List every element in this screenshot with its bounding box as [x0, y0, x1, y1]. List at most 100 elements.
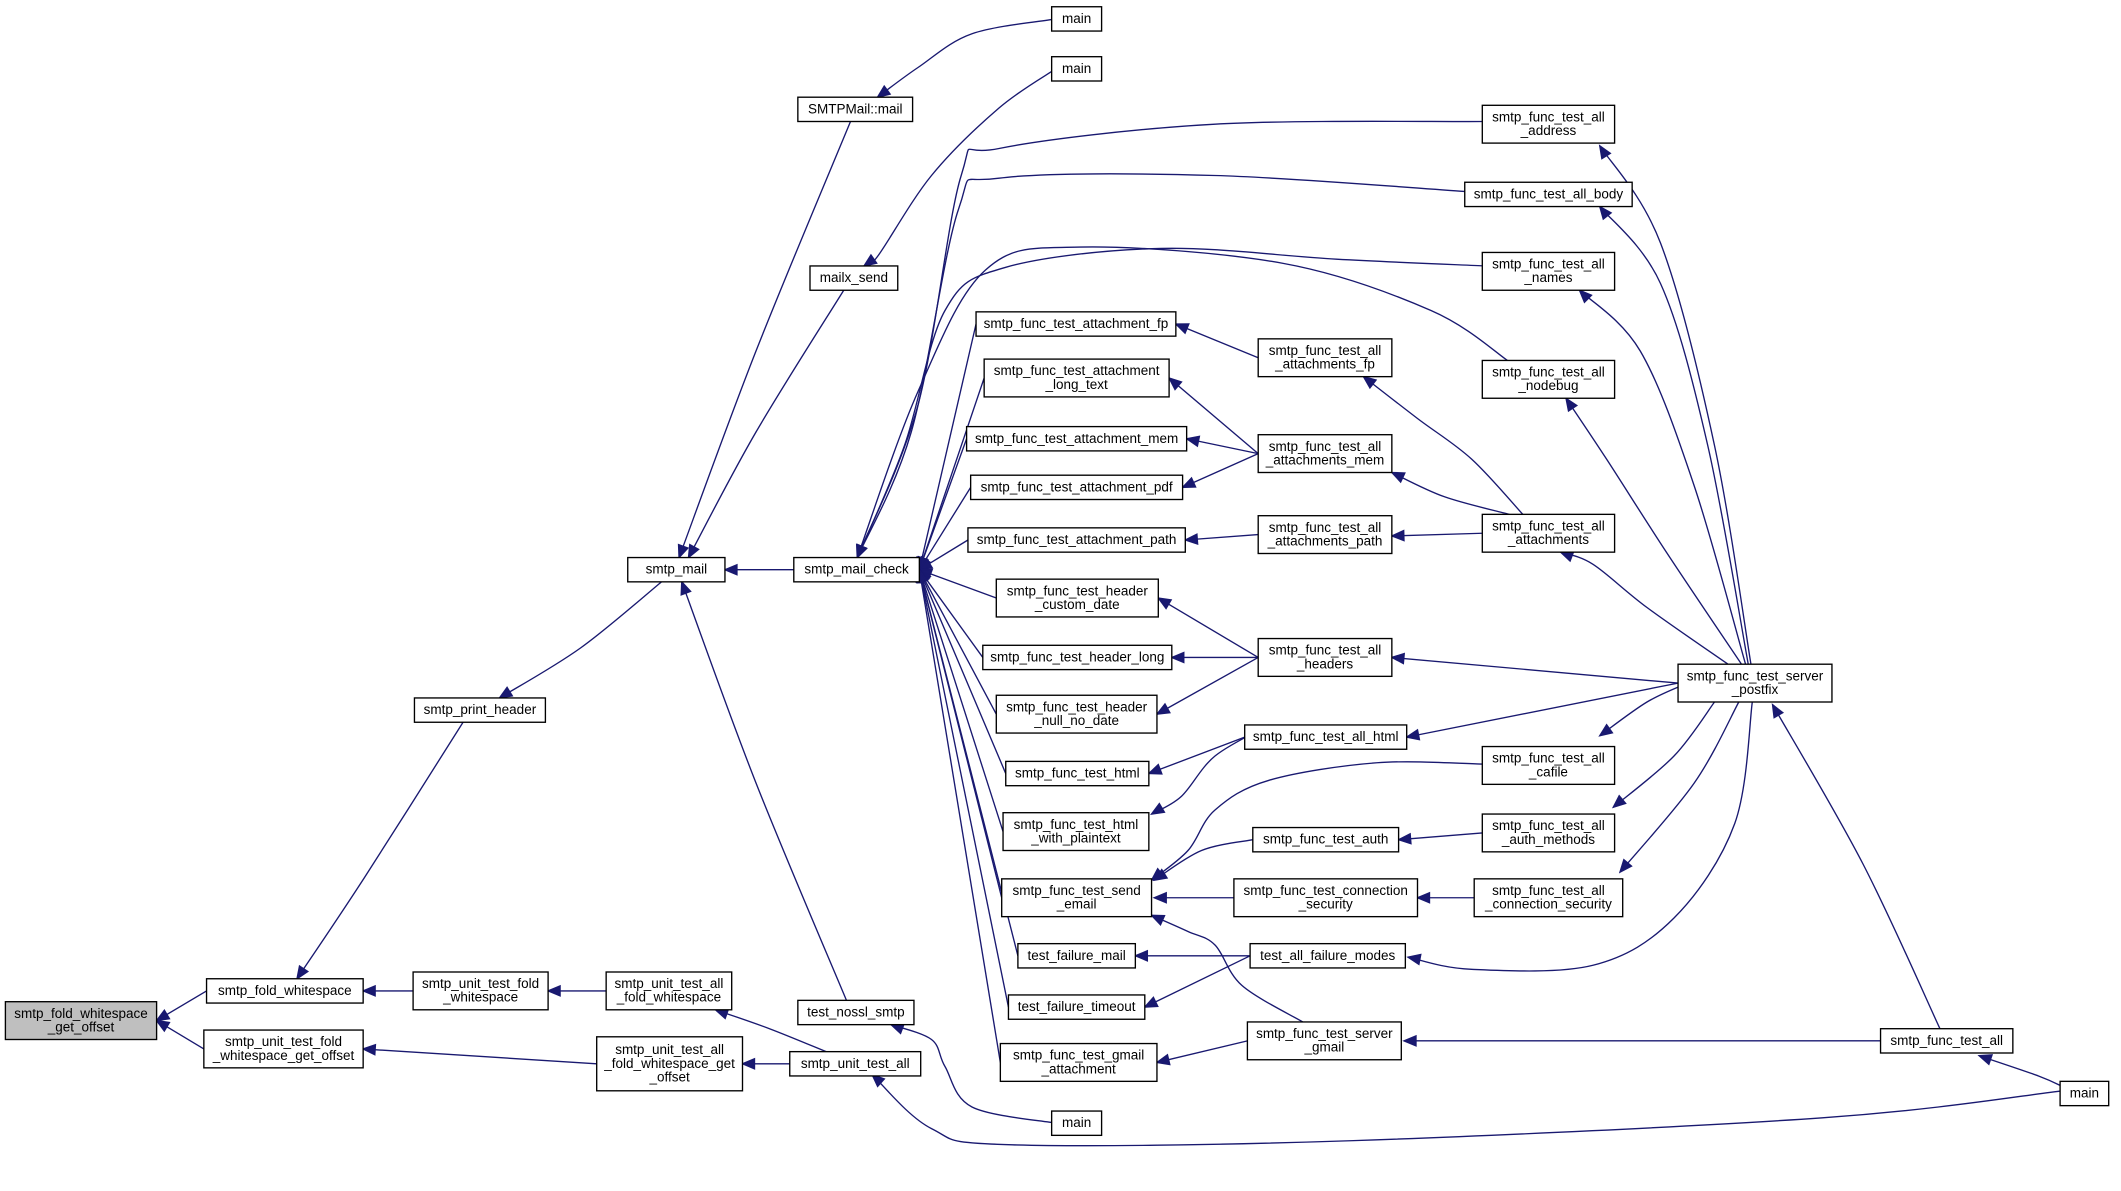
node-all-body[interactable]: smtp_func_test_all_body — [1464, 181, 1633, 208]
node-send-email[interactable]: smtp_func_test_send_email — [1001, 878, 1153, 918]
node-att-mem[interactable]: smtp_func_test_attachment_mem — [965, 425, 1188, 452]
node-box[interactable] — [413, 697, 547, 723]
node-box[interactable] — [1233, 878, 1419, 918]
node-box[interactable] — [995, 578, 1159, 618]
node-auth[interactable]: smtp_func_test_auth — [1252, 826, 1400, 853]
node-box[interactable] — [965, 425, 1188, 452]
node-ut-all-fold-ws[interactable]: smtp_unit_test_all_fold_whitespace — [605, 971, 733, 1011]
node-all-att-path[interactable]: smtp_func_test_all_attachments_path — [1257, 515, 1393, 555]
node-main2[interactable]: main — [1050, 56, 1103, 82]
node-all-failure[interactable]: test_all_failure_modes — [1249, 942, 1407, 969]
node-main-bottom[interactable]: main — [1050, 1110, 1103, 1137]
node-box[interactable] — [2059, 1080, 2110, 1107]
node-box[interactable] — [1007, 994, 1146, 1020]
node-hdr-custom[interactable]: smtp_func_test_header_custom_date — [995, 578, 1159, 618]
node-mail-check[interactable]: smtp_mail_check — [793, 556, 921, 583]
node-box[interactable] — [605, 971, 733, 1011]
node-all-cafile[interactable]: smtp_func_test_all_cafile — [1481, 745, 1616, 786]
node-all-attachments[interactable]: smtp_func_test_all_attachments — [1481, 513, 1616, 553]
node-box[interactable] — [627, 556, 726, 583]
node-box[interactable] — [789, 1050, 922, 1077]
node-box[interactable] — [4, 1001, 158, 1041]
node-box[interactable] — [1050, 1110, 1103, 1137]
node-att-fp[interactable]: smtp_func_test_attachment_fp — [975, 311, 1177, 337]
node-box[interactable] — [596, 1036, 744, 1092]
node-box[interactable] — [1246, 1021, 1402, 1061]
node-box[interactable] — [1473, 878, 1624, 918]
node-box[interactable] — [1481, 813, 1616, 853]
node-root[interactable]: smtp_fold_whitespace_get_offset — [4, 1001, 158, 1041]
node-box[interactable] — [982, 644, 1173, 671]
node-hdr-null[interactable]: smtp_func_test_header_null_no_date — [995, 694, 1158, 734]
node-fail-mail[interactable]: test_failure_mail — [1017, 942, 1137, 969]
node-box[interactable] — [999, 1042, 1158, 1083]
node-box[interactable] — [1001, 878, 1153, 918]
node-box[interactable] — [1002, 812, 1150, 852]
node-hdr-long[interactable]: smtp_func_test_header_long — [982, 644, 1173, 671]
node-box[interactable] — [797, 999, 915, 1026]
node-all-headers[interactable]: smtp_func_test_all_headers — [1257, 637, 1393, 678]
node-box[interactable] — [1879, 1028, 2014, 1054]
node-box[interactable] — [1249, 942, 1407, 969]
node-all-auth-methods[interactable]: smtp_func_test_all_auth_methods — [1481, 813, 1616, 853]
node-att-pdf[interactable]: smtp_func_test_attachment_pdf — [969, 474, 1184, 501]
node-conn-sec[interactable]: smtp_func_test_connection_security — [1233, 878, 1419, 918]
node-box[interactable] — [809, 265, 899, 291]
node-box[interactable] — [995, 694, 1158, 734]
node-box[interactable] — [983, 358, 1170, 398]
node-box[interactable] — [967, 527, 1186, 553]
node-smtpmail-mail[interactable]: SMTPMail::mail — [797, 96, 914, 123]
node-box[interactable] — [1005, 760, 1150, 787]
node-box[interactable] — [1257, 515, 1393, 555]
node-box[interactable] — [412, 971, 549, 1011]
node-box[interactable] — [1481, 359, 1616, 399]
node-ut-all[interactable]: smtp_unit_test_all — [789, 1050, 922, 1077]
node-box[interactable] — [793, 556, 921, 583]
node-all-address[interactable]: smtp_func_test_all_address — [1481, 104, 1616, 144]
node-box[interactable] — [1050, 6, 1103, 32]
node-func-all[interactable]: smtp_func_test_all — [1879, 1028, 2014, 1054]
node-mailx-send[interactable]: mailx_send — [809, 265, 899, 291]
node-box[interactable] — [969, 474, 1184, 501]
node-print-header[interactable]: smtp_print_header — [413, 697, 547, 723]
node-att-long[interactable]: smtp_func_test_attachment_long_text — [983, 358, 1170, 398]
node-box[interactable] — [975, 311, 1177, 337]
node-box[interactable] — [205, 978, 364, 1004]
node-html[interactable]: smtp_func_test_html — [1005, 760, 1150, 787]
node-gmail-att[interactable]: smtp_func_test_gmail_attachment — [999, 1042, 1158, 1083]
node-ut-all-fold-gro[interactable]: smtp_unit_test_all_fold_whitespace_get_o… — [596, 1036, 744, 1092]
node-ut-fold-gro[interactable]: smtp_unit_test_fold_whitespace_get_offse… — [203, 1029, 364, 1069]
node-box[interactable] — [1464, 181, 1633, 208]
node-box[interactable] — [1481, 513, 1616, 553]
node-server-gmail[interactable]: smtp_func_test_server_gmail — [1246, 1021, 1402, 1061]
node-box[interactable] — [203, 1029, 364, 1069]
node-box[interactable] — [1252, 826, 1400, 853]
node-all-conn-sec[interactable]: smtp_func_test_all_connection_security — [1473, 878, 1624, 918]
node-box[interactable] — [1481, 251, 1616, 291]
node-box[interactable] — [1050, 56, 1103, 82]
node-all-nodebug[interactable]: smtp_func_test_all_nodebug — [1481, 359, 1616, 399]
node-test-nossl[interactable]: test_nossl_smtp — [797, 999, 915, 1026]
node-box[interactable] — [797, 96, 914, 123]
node-ut-fold-ws[interactable]: smtp_unit_test_fold_whitespace — [412, 971, 549, 1011]
node-smtp-mail[interactable]: smtp_mail — [627, 556, 726, 583]
node-box[interactable] — [1257, 434, 1393, 474]
node-box[interactable] — [1677, 663, 1833, 703]
node-box[interactable] — [1017, 942, 1137, 969]
node-all-names[interactable]: smtp_func_test_all_names — [1481, 251, 1616, 291]
node-all-att-fp[interactable]: smtp_func_test_all_attachments_fp — [1257, 338, 1393, 378]
node-server-postfix[interactable]: smtp_func_test_server_postfix — [1677, 663, 1833, 703]
node-att-path[interactable]: smtp_func_test_attachment_path — [967, 527, 1186, 553]
node-main-right[interactable]: main — [2059, 1080, 2110, 1107]
node-html-plain[interactable]: smtp_func_test_html_with_plaintext — [1002, 812, 1150, 852]
node-main1[interactable]: main — [1050, 6, 1103, 32]
node-box[interactable] — [1257, 338, 1393, 378]
node-box[interactable] — [1481, 104, 1616, 144]
node-box[interactable] — [1481, 745, 1616, 786]
node-box[interactable] — [1244, 724, 1408, 750]
node-fail-timeout[interactable]: test_failure_timeout — [1007, 994, 1146, 1020]
node-fold[interactable]: smtp_fold_whitespace — [205, 978, 364, 1004]
node-all-html[interactable]: smtp_func_test_all_html — [1244, 724, 1408, 750]
node-box[interactable] — [1257, 637, 1393, 678]
node-all-att-mem[interactable]: smtp_func_test_all_attachments_mem — [1257, 434, 1393, 474]
